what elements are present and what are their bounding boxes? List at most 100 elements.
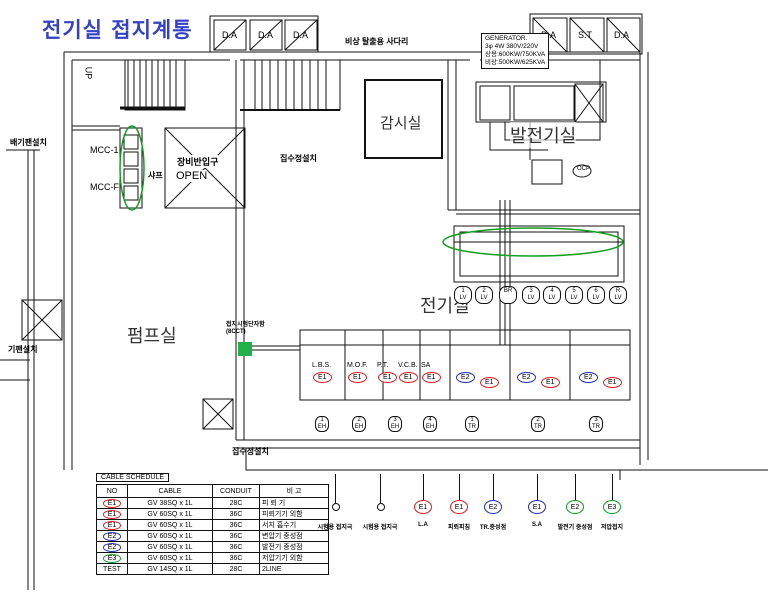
cell-note: 피 뢰 기 <box>259 497 329 509</box>
hv-panel-row <box>299 329 631 401</box>
shaft-label: 샤프 <box>148 171 163 180</box>
tr-ground-badge: E2 <box>456 372 475 383</box>
lv-panel-tag: BR <box>499 286 517 304</box>
cell-no: E3 <box>96 552 128 564</box>
electrode-lead <box>493 474 494 500</box>
sump-pit-label: 집수정설치 <box>280 154 317 163</box>
electrode-label: 피뢰피침 <box>447 525 471 531</box>
monitoring-room <box>364 79 443 159</box>
generator-control-panel <box>531 159 563 185</box>
cell-cable: GV 60SQ x 1L <box>127 541 213 553</box>
lv-panel-tag: R LV <box>609 286 627 304</box>
electrode-lead <box>575 474 576 500</box>
cell-cable: GV 60SQ x 1L <box>127 519 213 531</box>
pump-room-label: 펌프실 <box>127 326 177 346</box>
exhaust-fan-label: 배기팬설치 <box>10 138 47 147</box>
sump-pit-box <box>202 398 234 430</box>
panel-tag: 3 EH <box>388 416 402 432</box>
panel-tag: 2 EH <box>352 416 366 432</box>
lv-panel-tag: 3 LV <box>522 286 540 304</box>
test-electrode-icon <box>332 503 340 511</box>
ground-badge: E1 <box>378 372 397 383</box>
tr-ground-badge: E1 <box>480 377 499 388</box>
ground-badge: E1 <box>313 372 332 383</box>
column-header: CONDUIT <box>212 484 260 498</box>
lv-panel-tag: 1 LV <box>454 286 472 304</box>
ground-electrode-badge: E2 <box>566 500 584 514</box>
supply-fan-box <box>21 299 63 341</box>
sump-pit-label: 집수정설치 <box>232 447 269 456</box>
cell-conduit: 28C <box>212 563 260 575</box>
equipment-opening-label: 장비반입구 <box>177 155 219 168</box>
damper-label: S.T <box>578 30 593 40</box>
ground-electrode-badge: E1 <box>528 500 546 514</box>
ground-code-badge: E1 <box>102 498 122 508</box>
hv-panel-name: SA <box>421 362 431 369</box>
generator-spec-line: 3φ 4W 380V/220V <box>485 43 539 50</box>
damper-label: D.A <box>258 30 274 40</box>
ground-code-badge: E1 <box>102 520 122 530</box>
cell-no: E1 <box>96 497 128 509</box>
cell-no: E1 <box>96 508 128 520</box>
ground-code-badge: E2 <box>102 542 122 552</box>
cable-schedule-title: CABLE SCHEDULE <box>96 473 170 482</box>
electrode-lead <box>335 474 336 504</box>
ground-badge: E1 <box>422 372 441 383</box>
ground-terminal-box-sub: (8CCT) <box>226 329 246 335</box>
lv-panel-tag: 5 LV <box>565 286 583 304</box>
opening-label: OPEN <box>176 170 208 182</box>
equipment-opening <box>164 127 246 209</box>
lv-ground-highlight <box>442 227 624 257</box>
damper-label: D.A <box>293 30 309 40</box>
cell-note: 서지 흡수기 <box>259 519 329 531</box>
ground-terminal-box-title: 접지시험단자함 <box>226 322 265 328</box>
ground-badge: E1 <box>348 372 367 383</box>
supply-fan-label: 기팬설치 <box>8 345 38 354</box>
ground-terminal-box <box>238 342 252 356</box>
stairs-up-label: UP <box>83 66 94 80</box>
electrode-label: 시험용 접지극 <box>317 525 353 531</box>
electrode-lead <box>537 474 538 500</box>
monitoring-room-label: 감시실 <box>380 115 422 132</box>
stairs <box>120 59 341 111</box>
cell-note: 변압기 중성점 <box>259 530 329 542</box>
lv-panel-tag: 2 LV <box>475 286 493 304</box>
mcc-label: MCC-1 <box>90 145 119 155</box>
damper-label: D.A <box>614 30 630 40</box>
cell-note: 저압기기 외함 <box>259 552 329 564</box>
ground-electrode-badge: E3 <box>603 500 621 514</box>
cell-conduit: 36C <box>212 530 260 542</box>
tr-ground-badge: E2 <box>517 372 536 383</box>
tr-ground-badge: E1 <box>603 377 622 388</box>
electrode-label: L.A <box>418 522 428 528</box>
column-header: NO <box>96 484 128 498</box>
electrode-lead <box>459 474 460 500</box>
generator-spec-line: GENERATOR. <box>485 35 528 42</box>
ground-terminal-box-label: 접지시험단자함 (8CCT) <box>226 322 265 336</box>
ground-electrode-badge: E1 <box>450 500 468 514</box>
electrode-lead <box>612 474 613 500</box>
panel-tag: 3 TR <box>589 416 603 432</box>
cell-no: TEST <box>96 563 128 575</box>
damper-label: D.A <box>222 30 238 40</box>
generator-spec-box: GENERATOR. 3φ 4W 380V/220V 상용:600KW/750K… <box>481 33 550 69</box>
panel-tag: 4 EH <box>423 416 437 432</box>
cell-cable: GV 14SQ x 1L <box>127 563 213 575</box>
cell-conduit: 36C <box>212 541 260 553</box>
hv-panel-name: P.T. <box>377 362 389 369</box>
cell-cable: GV 60SQ x 1L <box>127 552 213 564</box>
generator-spec-line: 상용:600KW/750KVA <box>485 51 546 58</box>
hv-panel-name: M.O.F. <box>347 362 368 369</box>
generator-spec-line: 비상:500KW/625KVA <box>485 59 546 66</box>
lv-panel-row <box>453 225 625 283</box>
electrode-label: TR.중성점 <box>479 525 507 531</box>
mcc-label: MCC-F <box>90 182 119 192</box>
ground-code-badge: E1 <box>102 509 122 519</box>
